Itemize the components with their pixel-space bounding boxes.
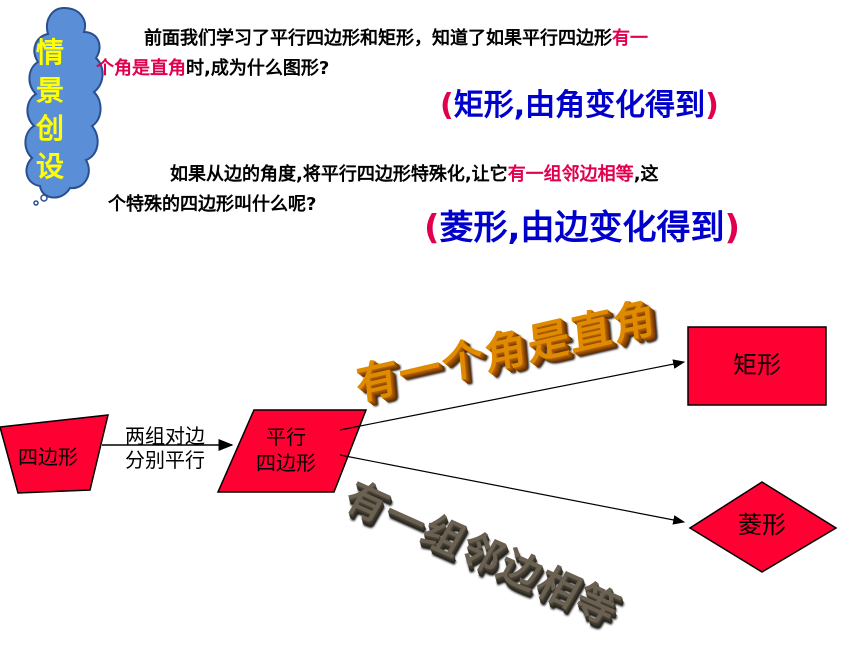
answer-2-body: 菱形,由边变化得到: [439, 208, 725, 248]
intro-paragraph-1: 前面我们学习了平行四边形和矩形，知道了如果平行四边形有一 个角是直角时,成为什么…: [96, 24, 836, 84]
p1-highlight-2: 个角是直角: [96, 58, 186, 79]
p1-highlight: 有一: [612, 28, 648, 49]
parallelogram-shape: [216, 409, 368, 493]
parallelogram-label: 平行 四边形: [246, 424, 326, 476]
rectangle-shape: [687, 326, 827, 406]
arrow-1-label-line-1: 两组对边: [125, 424, 205, 448]
p1-text: 前面我们学习了平行四边形和矩形，知道了如果平行四边形: [144, 28, 612, 49]
p1-question-mark: ?: [318, 58, 330, 79]
arrow-to-rectangle: [339, 359, 686, 431]
answer-1: (矩形,由角变化得到): [440, 80, 719, 124]
sidebar-title: 情 景 创 设: [30, 34, 70, 186]
answer-1-close: ): [705, 88, 719, 123]
answer-2: (菱形,由边变化得到): [424, 200, 740, 249]
arrow-to-rhombus: [339, 454, 686, 525]
sidebar-title-char: 景: [35, 74, 64, 107]
p2-text-3: 个特殊的四边形叫什么呢: [108, 194, 306, 215]
rhombus-shape: [688, 481, 838, 573]
rhombus-label: 菱形: [738, 511, 786, 539]
p2-question-mark: ?: [306, 194, 317, 215]
answer-2-close: ): [724, 208, 741, 248]
intro-paragraph-2: 如果从边的角度,将平行四边形特殊化,让它有一组邻边相等,这 个特殊的四边形叫什么…: [108, 160, 838, 220]
cloud-title-shape: [24, 6, 104, 206]
p1-text-2: 时,成为什么图形: [186, 58, 319, 79]
quadrilateral-label: 四边形: [18, 445, 78, 469]
p2-text: 如果从边的角度,将平行四边形特殊化,让它: [170, 164, 508, 185]
p2-text-2: ,这: [633, 164, 659, 185]
arrow-1-label: 两组对边 分别平行: [110, 424, 220, 472]
sidebar-title-char: 创: [35, 112, 64, 145]
answer-1-body: 矩形,由角变化得到: [453, 88, 706, 123]
quadrilateral-shape: [0, 414, 109, 494]
parallelogram-label-line-1: 平行: [266, 425, 306, 449]
sidebar-title-char: 情: [35, 36, 64, 69]
rectangle-label: 矩形: [733, 351, 781, 379]
arrow-1-label-line-2: 分别平行: [125, 448, 205, 472]
parallelogram-label-line-2: 四边形: [256, 451, 316, 475]
answer-1-open: (: [440, 88, 454, 123]
sidebar-title-char: 设: [35, 150, 64, 183]
p2-highlight: 有一组邻边相等: [507, 164, 634, 185]
answer-2-open: (: [424, 208, 440, 248]
